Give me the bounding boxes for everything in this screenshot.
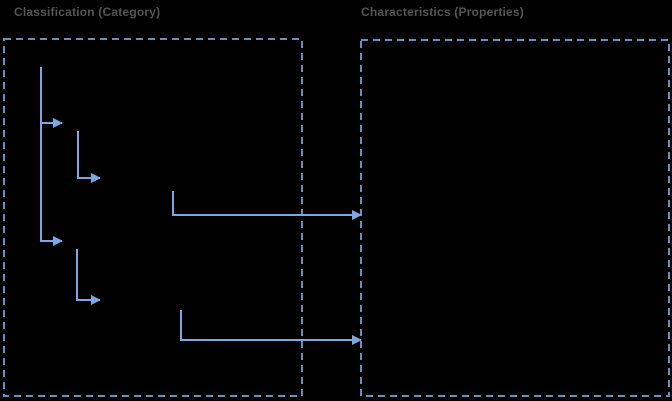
classification-panel-box (3, 38, 303, 397)
classification-panel-title: Classification (Category) (14, 5, 160, 19)
tree-trunk-arrow (40, 67, 63, 246)
tree-subbranch-arrow-upper (77, 131, 101, 183)
tree-subbranch-arrow-lower (76, 249, 101, 305)
link-arrow-upper (172, 191, 362, 220)
characteristics-panel-box (360, 39, 670, 397)
characteristics-panel-title: Characteristics (Properties) (361, 5, 524, 19)
link-arrow-lower (180, 310, 362, 345)
